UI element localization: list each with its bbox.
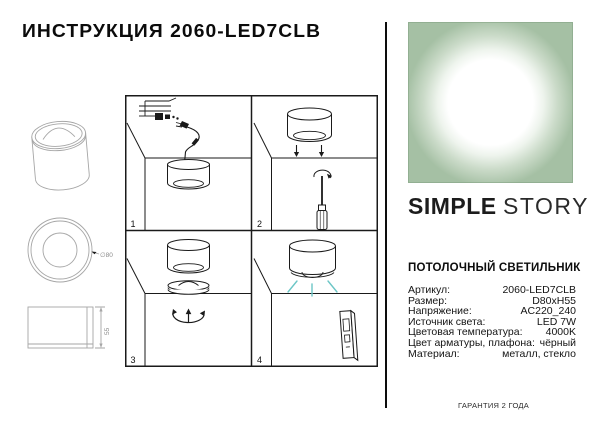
page-title: ИНСТРУКЦИЯ 2060-LED7CLB bbox=[22, 21, 322, 41]
spec-value: 4000K bbox=[545, 326, 576, 339]
brand-name-primary: SIMPLE bbox=[408, 193, 497, 219]
step-number-4: 4 bbox=[257, 355, 262, 365]
lamp-step1 bbox=[167, 159, 210, 190]
steps-grid bbox=[125, 95, 378, 367]
spec-row-voltage: Напряжение: AC220_240 bbox=[408, 306, 576, 317]
screwdriver-icon bbox=[313, 169, 332, 230]
remote-control-icon bbox=[339, 309, 359, 362]
spec-label: Материал: bbox=[408, 347, 460, 360]
step-number-3: 3 bbox=[131, 355, 136, 365]
room-corner-lines bbox=[126, 122, 378, 367]
lamp-perspective-drawing bbox=[31, 120, 90, 191]
installation-steps-diagram: 1 2 3 4 bbox=[125, 95, 378, 367]
spec-value: AC220_240 bbox=[520, 305, 576, 318]
spec-value: 2060-LED7CLB bbox=[502, 284, 576, 296]
spec-row-color-temperature: Цветовая температура: 4000K bbox=[408, 327, 576, 338]
spec-label: Цветовая температура: bbox=[408, 326, 523, 339]
diffuser-ring bbox=[167, 280, 210, 295]
spec-label: Цвет арматуры, плафона: bbox=[408, 336, 535, 349]
spec-row-size: Размер: D80xH55 bbox=[408, 294, 576, 307]
section-divider bbox=[385, 22, 387, 408]
spec-label: Размер: bbox=[408, 294, 448, 307]
light-rays bbox=[287, 280, 338, 297]
lamp-step4 bbox=[289, 239, 336, 278]
spec-row-article: Артикул: 2060-LED7CLB bbox=[408, 285, 576, 296]
warranty-note: ГАРАНТИЯ 2 ГОДА bbox=[458, 401, 530, 410]
step3-illustration bbox=[167, 239, 210, 324]
cable-connector bbox=[179, 121, 189, 129]
step4-illustration bbox=[287, 239, 359, 362]
spec-row-material: Материал: металл, стекло bbox=[408, 347, 576, 360]
lamp-top-view-drawing bbox=[27, 217, 100, 283]
technical-drawings: ∅80 55 bbox=[27, 120, 113, 349]
spec-table: Артикул: 2060-LED7CLB Размер: D80xH55 На… bbox=[408, 285, 576, 359]
spec-row-light-source: Источник света: LED 7W bbox=[408, 317, 576, 328]
diameter-dimension-label: ∅80 bbox=[100, 252, 113, 259]
spec-label: Артикул: bbox=[408, 284, 451, 296]
lamp-side-view-drawing bbox=[27, 306, 105, 349]
lamp-step3 bbox=[167, 239, 210, 274]
step-number-2: 2 bbox=[257, 219, 262, 229]
step2-illustration bbox=[287, 107, 332, 230]
product-category-title: ПОТОЛОЧНЫЙ СВЕТИЛЬНИК bbox=[408, 262, 581, 274]
spec-value: чёрный bbox=[539, 336, 576, 349]
mounting-arrows bbox=[293, 145, 325, 157]
spec-value: металл, стекло bbox=[502, 347, 576, 360]
product-glow-image bbox=[408, 22, 573, 183]
spec-label: Напряжение: bbox=[408, 305, 472, 318]
rotate-arrow bbox=[172, 308, 205, 324]
spec-label: Источник света: bbox=[408, 315, 486, 328]
spec-value: LED 7W bbox=[536, 315, 576, 328]
spec-value: D80xH55 bbox=[532, 294, 576, 307]
lamp-step2 bbox=[287, 107, 332, 142]
step-number-1: 1 bbox=[131, 219, 136, 229]
spec-row-housing-color: Цвет арматуры, плафона: чёрный bbox=[408, 338, 576, 349]
step1-illustration bbox=[139, 97, 210, 190]
height-dimension-label: 55 bbox=[104, 327, 111, 335]
brand-name-secondary: STORY bbox=[503, 193, 589, 219]
brand-logo: SIMPLE STORY bbox=[408, 193, 587, 219]
